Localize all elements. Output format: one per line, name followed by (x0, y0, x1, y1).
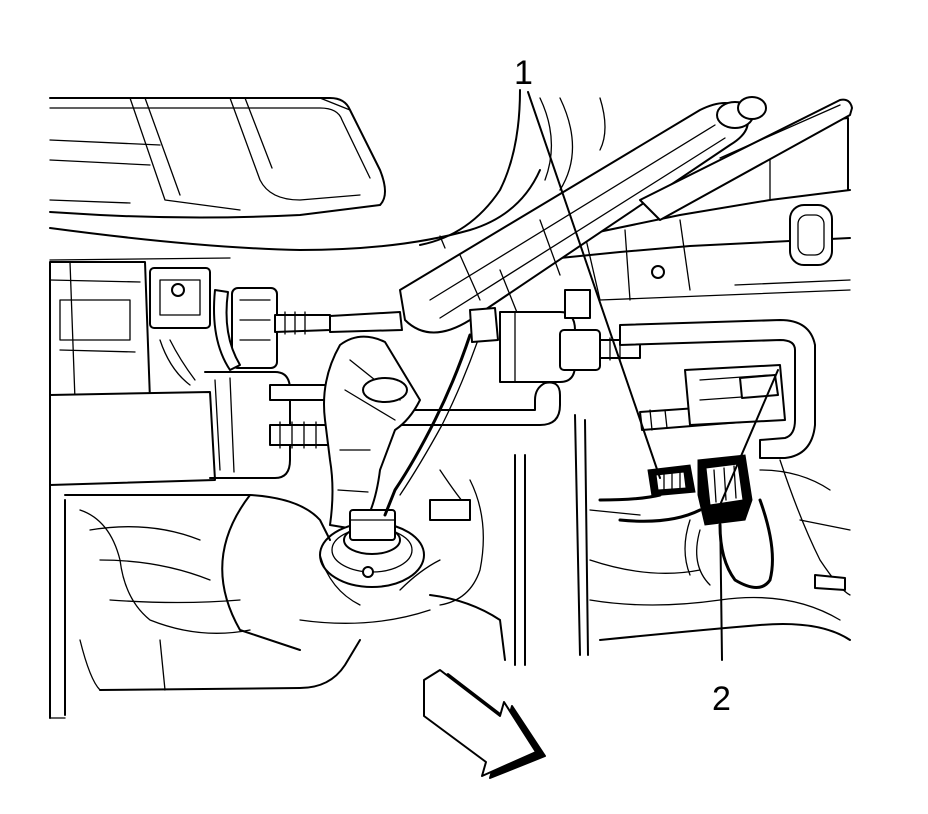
exhaust-pipes (399, 96, 853, 334)
fuel-pump-module (319, 509, 425, 588)
leader-line-2b (719, 504, 723, 661)
callout-label-2: 2 (712, 680, 731, 718)
callout-label-1: 1 (514, 54, 533, 92)
frame-rail (559, 117, 851, 301)
connector-2 (697, 454, 753, 526)
front-direction-arrow-icon (423, 669, 546, 779)
evap-canister (49, 261, 291, 486)
fuel-tank (49, 414, 851, 719)
connector-harness (598, 493, 774, 589)
pump-wiring-harness (383, 307, 499, 521)
connector-1 (647, 464, 696, 497)
filler-neck (323, 335, 421, 531)
fuel-filter (499, 289, 641, 383)
callout-leaders (527, 91, 779, 661)
right-hoses (619, 319, 816, 459)
leader-line-1 (527, 91, 661, 479)
underbody-panel (49, 89, 606, 261)
leader-line-2a (719, 369, 779, 506)
